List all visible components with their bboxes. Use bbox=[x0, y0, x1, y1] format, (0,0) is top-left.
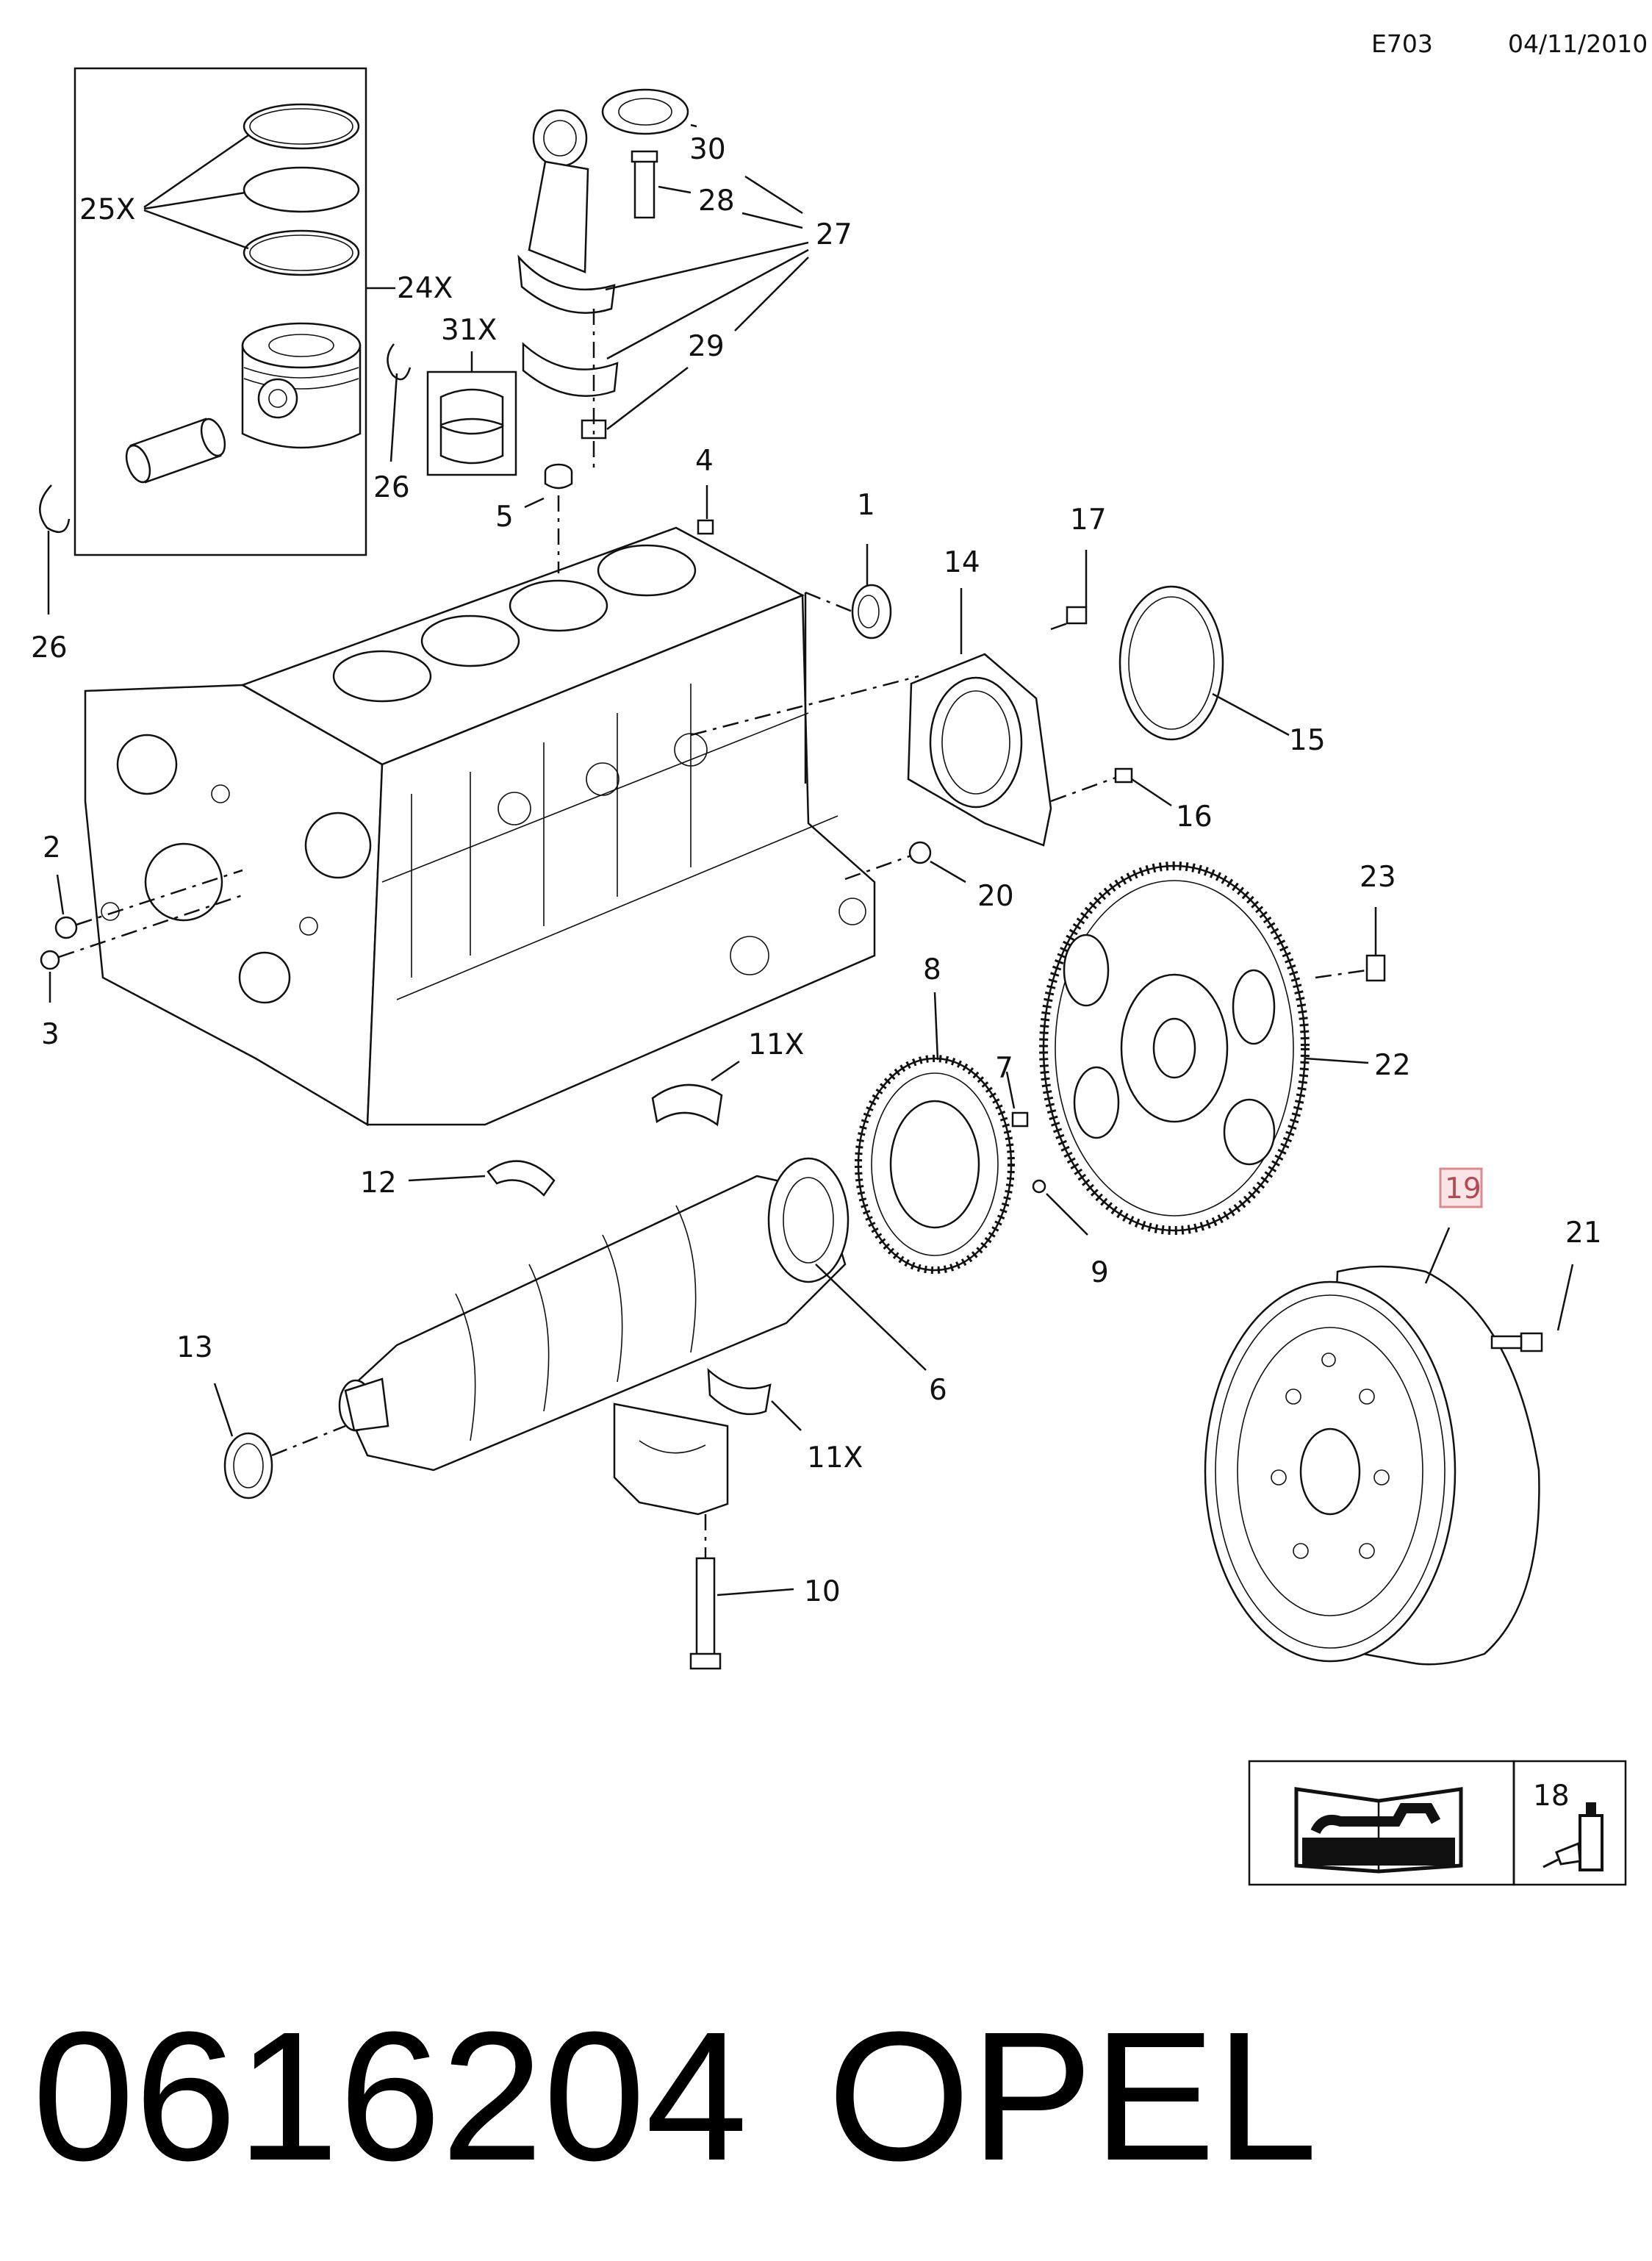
callout-24x: 24X bbox=[397, 272, 453, 305]
callout-9: 9 bbox=[1091, 1256, 1109, 1289]
callout-2: 2 bbox=[43, 831, 61, 864]
callout-12: 12 bbox=[360, 1167, 397, 1200]
oil-seal-1 bbox=[851, 584, 892, 639]
callout-11x-upper: 11X bbox=[748, 1028, 804, 1061]
callout-4: 4 bbox=[695, 445, 714, 478]
header-code: E703 bbox=[1371, 29, 1433, 58]
callout-19: 19 bbox=[1445, 1172, 1482, 1205]
piston-ring-3 bbox=[243, 229, 360, 276]
callout-19-box bbox=[1439, 1167, 1483, 1208]
rod-cap bbox=[522, 342, 619, 397]
front-oil-seal bbox=[223, 1432, 273, 1499]
callout-27: 27 bbox=[816, 218, 852, 251]
callout-25x: 25X bbox=[79, 193, 135, 226]
callout-31x: 31X bbox=[441, 314, 497, 347]
callout-3: 3 bbox=[41, 1018, 60, 1051]
plug-20 bbox=[908, 841, 932, 864]
callout-10: 10 bbox=[804, 1575, 841, 1608]
legend-box: 18 bbox=[1248, 1760, 1627, 1886]
callout-30: 30 bbox=[689, 133, 726, 166]
crankshaft bbox=[338, 1157, 850, 1472]
callout-23: 23 bbox=[1360, 861, 1396, 894]
main-bearing-cap bbox=[613, 1402, 729, 1516]
rear-seal-gasket bbox=[1118, 585, 1224, 741]
main-bearing-lower bbox=[707, 1368, 772, 1416]
main-bearing-bolt bbox=[689, 1557, 722, 1670]
footer-part-number: 0616204 bbox=[32, 1993, 747, 2199]
plug-2 bbox=[54, 916, 78, 939]
piston bbox=[241, 322, 362, 449]
piston-ring-2 bbox=[243, 166, 360, 213]
workshop-manual-icon bbox=[1294, 1787, 1463, 1874]
main-bearing-upper bbox=[651, 1083, 723, 1127]
flywheel-bolt bbox=[1490, 1332, 1543, 1352]
dowel-sleeve-5 bbox=[544, 463, 573, 490]
callout-21: 21 bbox=[1565, 1217, 1602, 1250]
bolt-7 bbox=[1011, 1111, 1029, 1128]
rear-seal-carrier bbox=[907, 653, 1052, 847]
rod-bolt bbox=[631, 150, 658, 219]
callout-5: 5 bbox=[495, 501, 514, 534]
dual-mass-flywheel bbox=[1204, 1265, 1540, 1666]
header-date: 04/11/2010 bbox=[1508, 29, 1648, 58]
thrust-washer bbox=[486, 1160, 556, 1197]
bolt-17 bbox=[1066, 550, 1088, 625]
callout-22: 22 bbox=[1374, 1049, 1411, 1082]
bolt-16 bbox=[1114, 767, 1133, 784]
callout-11x-lower: 11X bbox=[807, 1441, 863, 1475]
rod-bearing-shells bbox=[426, 370, 517, 476]
flexplate bbox=[1039, 861, 1310, 1235]
reluctor-ring bbox=[855, 1055, 1015, 1274]
callout-18: 18 bbox=[1533, 1780, 1570, 1813]
piston-kit-frame bbox=[73, 67, 367, 556]
piston-pin bbox=[125, 418, 226, 484]
rod-bushing bbox=[601, 88, 689, 135]
callout-1: 1 bbox=[857, 489, 875, 522]
plug-4 bbox=[697, 519, 714, 535]
piston-kit-group: 25X bbox=[73, 67, 367, 556]
circlip-right bbox=[387, 343, 412, 381]
callout-7: 7 bbox=[995, 1052, 1013, 1085]
dowel-9 bbox=[1032, 1179, 1046, 1194]
callout-14: 14 bbox=[944, 546, 980, 579]
engine-block bbox=[84, 526, 876, 1127]
connecting-rod bbox=[517, 109, 616, 314]
callout-29: 29 bbox=[688, 330, 725, 363]
circlip-left bbox=[39, 484, 71, 534]
callout-26-right: 26 bbox=[373, 471, 410, 504]
callout-13: 13 bbox=[176, 1331, 213, 1364]
plug-3 bbox=[40, 950, 60, 970]
callout-28: 28 bbox=[698, 184, 735, 218]
callout-17: 17 bbox=[1070, 504, 1107, 537]
piston-ring-1 bbox=[243, 103, 360, 150]
callout-6: 6 bbox=[929, 1374, 947, 1407]
callout-20: 20 bbox=[977, 880, 1014, 913]
callout-16: 16 bbox=[1176, 800, 1213, 834]
callout-15: 15 bbox=[1289, 724, 1326, 757]
flexplate-bolt bbox=[1365, 907, 1386, 982]
sealant-tube-icon bbox=[1543, 1802, 1603, 1871]
callout-8: 8 bbox=[923, 953, 941, 986]
callout-26-left: 26 bbox=[31, 631, 68, 664]
footer-brand: OPEL bbox=[827, 1993, 1318, 2199]
